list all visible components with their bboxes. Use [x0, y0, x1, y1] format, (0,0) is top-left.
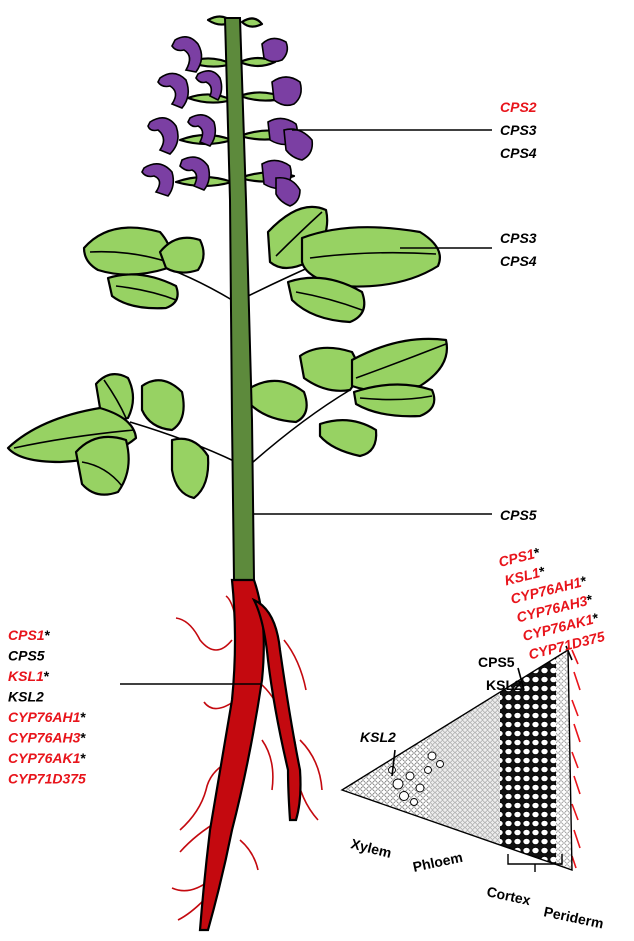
periderm-asterisk: *	[579, 572, 589, 589]
root-label-3: KSL1*	[8, 668, 50, 684]
root-asterisk: *	[44, 668, 50, 684]
root-gene-name: KSL1	[8, 668, 44, 684]
root-gene-name: KSL2	[8, 689, 44, 705]
inflorescence	[141, 15, 314, 207]
flower-label-1: CPS2	[500, 99, 537, 115]
tissue-label-cortex: Cortex	[485, 883, 532, 908]
root-gene-name: CYP76AH1	[8, 709, 81, 725]
leaves	[6, 205, 449, 500]
periderm-gene-labels: CPS1*KSL1*CYP76AH1*CYP76AH3*CYP76AK1*CYP…	[497, 544, 607, 662]
cortex-label-1: CPS5	[478, 654, 515, 670]
tissue-label-phloem: Phloem	[411, 849, 464, 875]
leaf-label-1: CPS3	[500, 230, 537, 246]
root-asterisk: *	[80, 709, 86, 725]
root-asterisk: *	[80, 730, 86, 746]
root-label-7: CYP76AK1*	[8, 750, 86, 766]
phloem-gene-label: KSL2	[360, 729, 396, 745]
root-gene-name: CYP76AH3	[8, 730, 81, 746]
root-gene-name: CPS1	[8, 627, 45, 643]
leader-lines	[120, 129, 492, 685]
root-asterisk: *	[80, 750, 86, 766]
cortex-gene-labels: CPS5 KSL2	[478, 654, 522, 693]
flower-label-3: CPS4	[500, 145, 537, 161]
stem-gene-labels: CPS5	[500, 507, 537, 523]
xylem-vessels	[388, 751, 444, 806]
periderm-asterisk: *	[532, 544, 542, 561]
root-label-4: KSL2	[8, 689, 44, 705]
root-gene-labels: CPS1*CPS5KSL1*KSL2CYP76AH1*CYP76AH3*CYP7…	[8, 627, 86, 787]
flower-label-2: CPS3	[500, 122, 537, 138]
root-label-8: CYP71D375	[8, 771, 86, 787]
purple-flowers-left	[141, 36, 223, 197]
periderm-asterisk: *	[538, 563, 548, 580]
tissue-label-periderm: Periderm	[542, 903, 605, 931]
flower-gene-labels: CPS2 CPS3 CPS4	[500, 99, 537, 161]
stem-label-1: CPS5	[500, 507, 537, 523]
periderm-asterisk: *	[591, 609, 601, 626]
root-label-2: CPS5	[8, 648, 45, 664]
leaf-gene-labels: CPS3 CPS4	[500, 230, 537, 269]
purple-flowers-right	[261, 37, 314, 207]
root-label-5: CYP76AH1*	[8, 709, 86, 725]
root	[171, 578, 323, 932]
flower-bracts	[174, 15, 297, 188]
root-label-6: CYP76AH3*	[8, 730, 86, 746]
cortex-label-2: KSL2	[486, 677, 522, 693]
periderm-asterisk: *	[585, 591, 595, 608]
root-gene-name: CPS5	[8, 648, 45, 664]
root-asterisk: *	[45, 627, 51, 643]
tissue-label-xylem: Xylem	[349, 835, 393, 861]
root-gene-name: CYP71D375	[8, 771, 86, 787]
leaf-label-2: CPS4	[500, 253, 537, 269]
periderm-red-cells	[571, 649, 581, 869]
root-gene-name: CYP76AK1	[8, 750, 81, 766]
root-label-1: CPS1*	[8, 627, 51, 643]
